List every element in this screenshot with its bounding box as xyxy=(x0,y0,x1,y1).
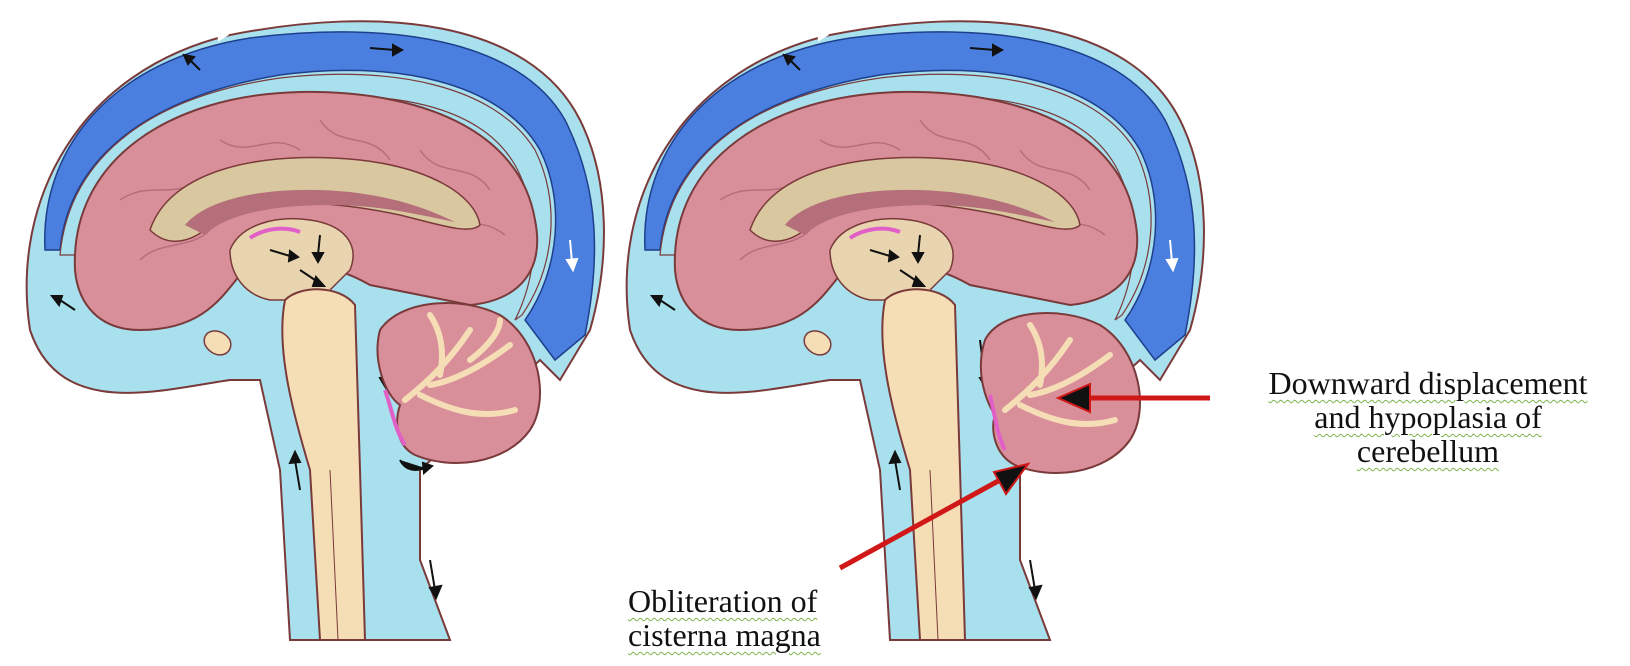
chiari-brain-illustration xyxy=(627,21,1204,640)
cerebellum-annotation-line-2: and hypoplasia of xyxy=(1238,400,1618,434)
cisterna-annotation-line-2: cisterna magna xyxy=(628,618,868,652)
cerebellum-annotation: Downward displacement and hypoplasia of … xyxy=(1238,366,1618,468)
normal-cerebellum xyxy=(378,303,540,463)
cerebellum-annotation-line-1: Downward displacement xyxy=(1238,366,1618,400)
cerebellum-annotation-line-3: cerebellum xyxy=(1238,434,1618,468)
cisterna-annotation: Obliteration of cisterna magna xyxy=(628,584,868,652)
normal-brain-illustration xyxy=(27,21,604,640)
cisterna-annotation-line-1: Obliteration of xyxy=(628,584,868,618)
